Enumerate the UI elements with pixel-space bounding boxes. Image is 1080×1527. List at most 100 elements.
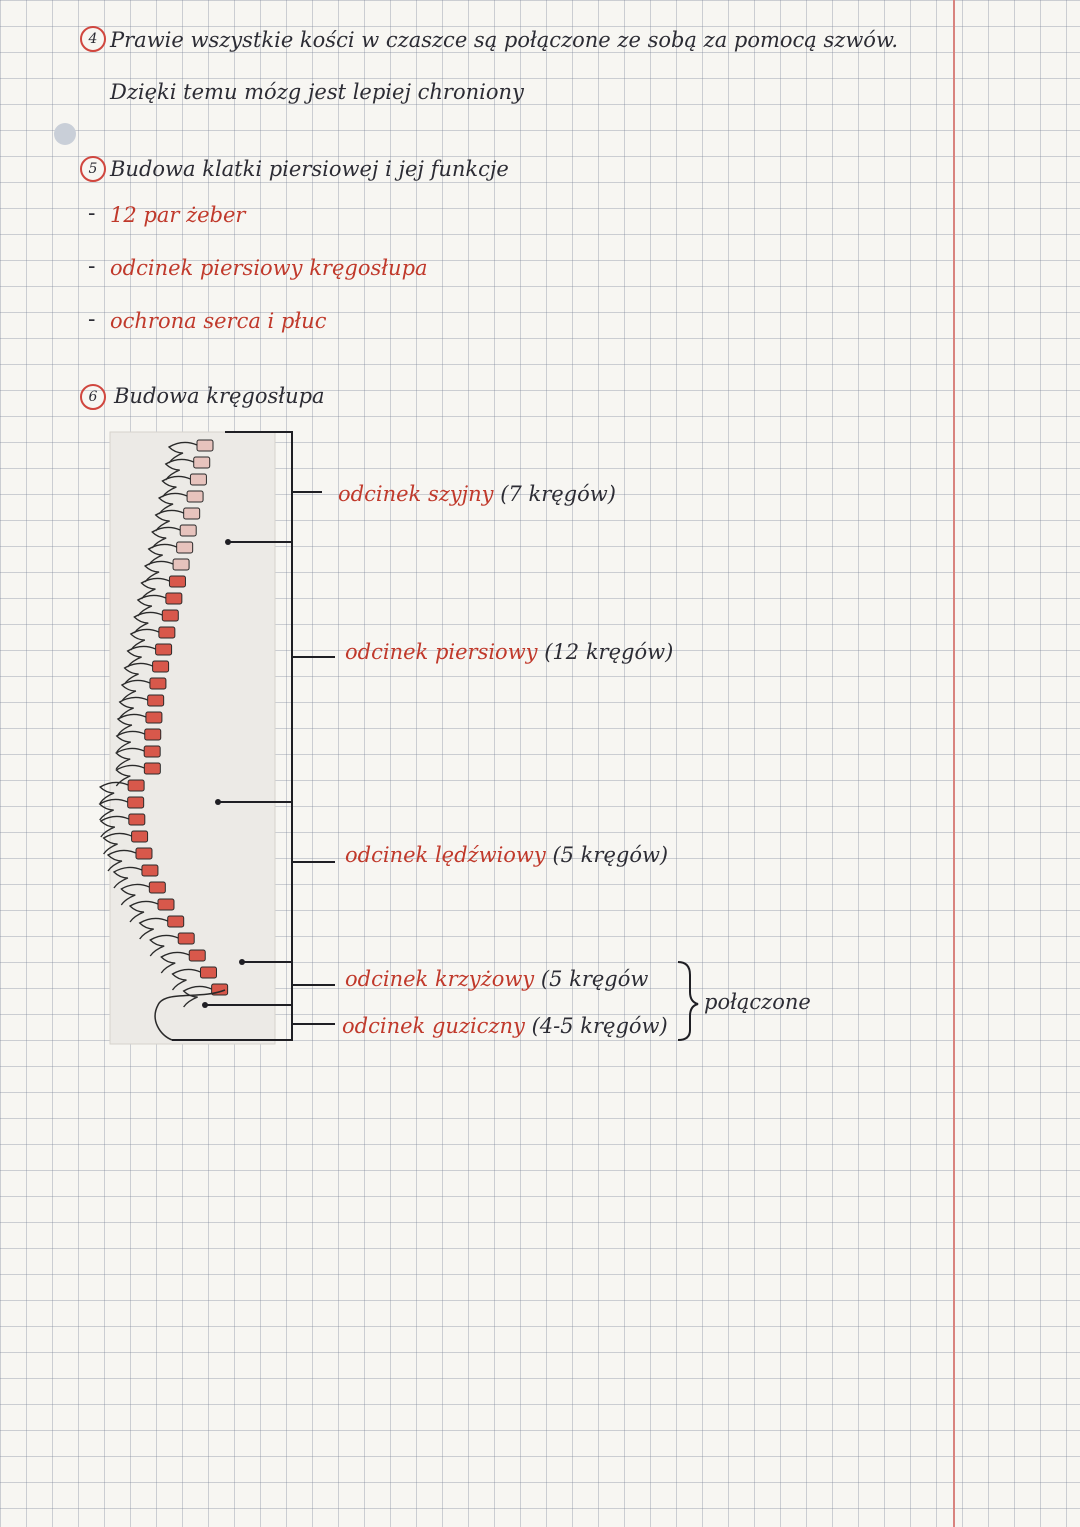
vertebra-process [160, 951, 190, 974]
vertebra-body [158, 626, 176, 639]
vertebra-body [186, 490, 204, 503]
segment-word: odcinek [345, 967, 429, 991]
vertebra-process [154, 509, 184, 532]
vertebra-process [120, 679, 151, 702]
section-5-item-3: ochrona serca i płuc [110, 309, 327, 333]
vertebra-body [127, 796, 145, 809]
section-5-title: Budowa klatki piersiowej i jej funkcje [110, 157, 509, 181]
vertebra-process [138, 917, 168, 940]
vertebra-body [135, 847, 153, 860]
vertebra-body [176, 541, 194, 554]
segment-brackets [172, 431, 699, 1041]
segment-count: (7 kręgów) [500, 482, 616, 506]
vertebra-process [136, 594, 167, 617]
vertebra-body [145, 711, 163, 724]
vertebra-body [143, 762, 161, 775]
vertebra-process [151, 526, 181, 549]
segment-word: odcinek [345, 843, 429, 867]
vertebra-body [128, 813, 146, 826]
segment-count: (5 kręgów) [552, 843, 669, 867]
vertebra-process [112, 866, 143, 889]
vertebra-process [164, 458, 194, 481]
vertebra-body [161, 609, 179, 622]
vertebra-body [127, 779, 145, 792]
segment-label-thoracic: odcinek piersiowy (12 kręgów) [345, 640, 673, 664]
vertebra-body [141, 864, 159, 877]
vertebra-process [106, 849, 137, 872]
segment-name: szyjny [427, 482, 494, 506]
vertebra-body [193, 456, 211, 469]
segment-count: (5 kręgów [540, 967, 649, 991]
bullet-dash: - [88, 254, 96, 279]
vertebra-body [199, 966, 217, 979]
segment-word: odcinek [342, 1014, 426, 1038]
vertebra-body [144, 728, 162, 741]
bullet-dash: - [88, 201, 96, 226]
vertebra-body [167, 915, 185, 928]
vertebra-process [140, 577, 170, 600]
segment-name: lędźwiowy [434, 843, 546, 867]
section-4-number: 4 [80, 26, 106, 52]
section-5-item-1: 12 par żeber [110, 203, 246, 227]
section-4-line-1: Prawie wszystkie kości w czaszce są połą… [110, 28, 899, 52]
vertebra-body [168, 575, 186, 588]
vertebra-process [102, 832, 132, 855]
vertebra-process [126, 645, 156, 668]
segment-word: odcinek [338, 482, 422, 506]
segment-label-coccygeal: odcinek guziczny (4-5 kręgów) [342, 1014, 668, 1038]
section-5-item-2: odcinek piersiowy kręgosłupa [110, 256, 428, 280]
section-6-number: 6 [80, 384, 106, 410]
vertebra-process [128, 900, 159, 923]
vertebra-process [158, 492, 188, 515]
vertebra-process [99, 781, 129, 804]
section-5-number: 5 [80, 156, 106, 182]
segment-count: (12 kręgów) [544, 640, 674, 664]
vertebra-process [99, 815, 130, 838]
vertebra-body [149, 677, 167, 690]
vertebra-body [179, 524, 197, 537]
vertebra-process [161, 475, 191, 498]
vertebra-process [129, 628, 160, 651]
vertebra-process [115, 730, 145, 753]
vertebra-body [189, 473, 207, 486]
vertebra-body [177, 932, 195, 945]
vertebra-process [98, 798, 128, 821]
vertebra-process [171, 968, 201, 991]
brace-label: połączone [704, 990, 811, 1014]
vertebra-body [157, 898, 175, 911]
vertebra-process [120, 883, 150, 906]
vertebra-process [115, 747, 145, 770]
vertebra-body [143, 745, 161, 758]
bullet-dash: - [88, 307, 96, 332]
sacrum-coccyx [154, 989, 226, 1041]
vertebra-process [133, 611, 163, 634]
vertebra-process [118, 696, 148, 719]
section-4-line-2: Dzięki temu mózg jest lepiej chroniony [110, 80, 524, 104]
vertebra-body [147, 694, 165, 707]
vertebrae [98, 439, 229, 1041]
segment-name: piersiowy [434, 640, 538, 664]
vertebra-process [167, 441, 198, 464]
vertebra-body [172, 558, 190, 571]
segment-label-sacral: odcinek krzyżowy (5 kręgów [345, 967, 648, 991]
vertebra-process [147, 543, 177, 566]
vertebra-process [116, 713, 147, 736]
vertebra-body [152, 660, 170, 673]
section-6-title: Budowa kręgosłupa [114, 384, 325, 408]
bracket-dots [202, 539, 245, 1008]
vertebra-body [188, 949, 206, 962]
segment-word: odcinek [345, 640, 429, 664]
vertebra-body [183, 507, 201, 520]
segment-label-lumbar: odcinek lędźwiowy (5 kręgów) [345, 843, 668, 867]
vertebra-process [144, 560, 174, 583]
vertebra-body [196, 439, 214, 452]
segment-name: guziczny [431, 1014, 525, 1038]
vertebra-body [148, 881, 166, 894]
segment-name: krzyżowy [434, 967, 535, 991]
vertebra-process [149, 934, 179, 957]
segment-label-cervical: odcinek szyjny (7 kręgów) [338, 482, 616, 506]
vertebra-process [115, 764, 145, 787]
vertebra-body [165, 592, 183, 605]
vertebra-body [131, 830, 149, 843]
